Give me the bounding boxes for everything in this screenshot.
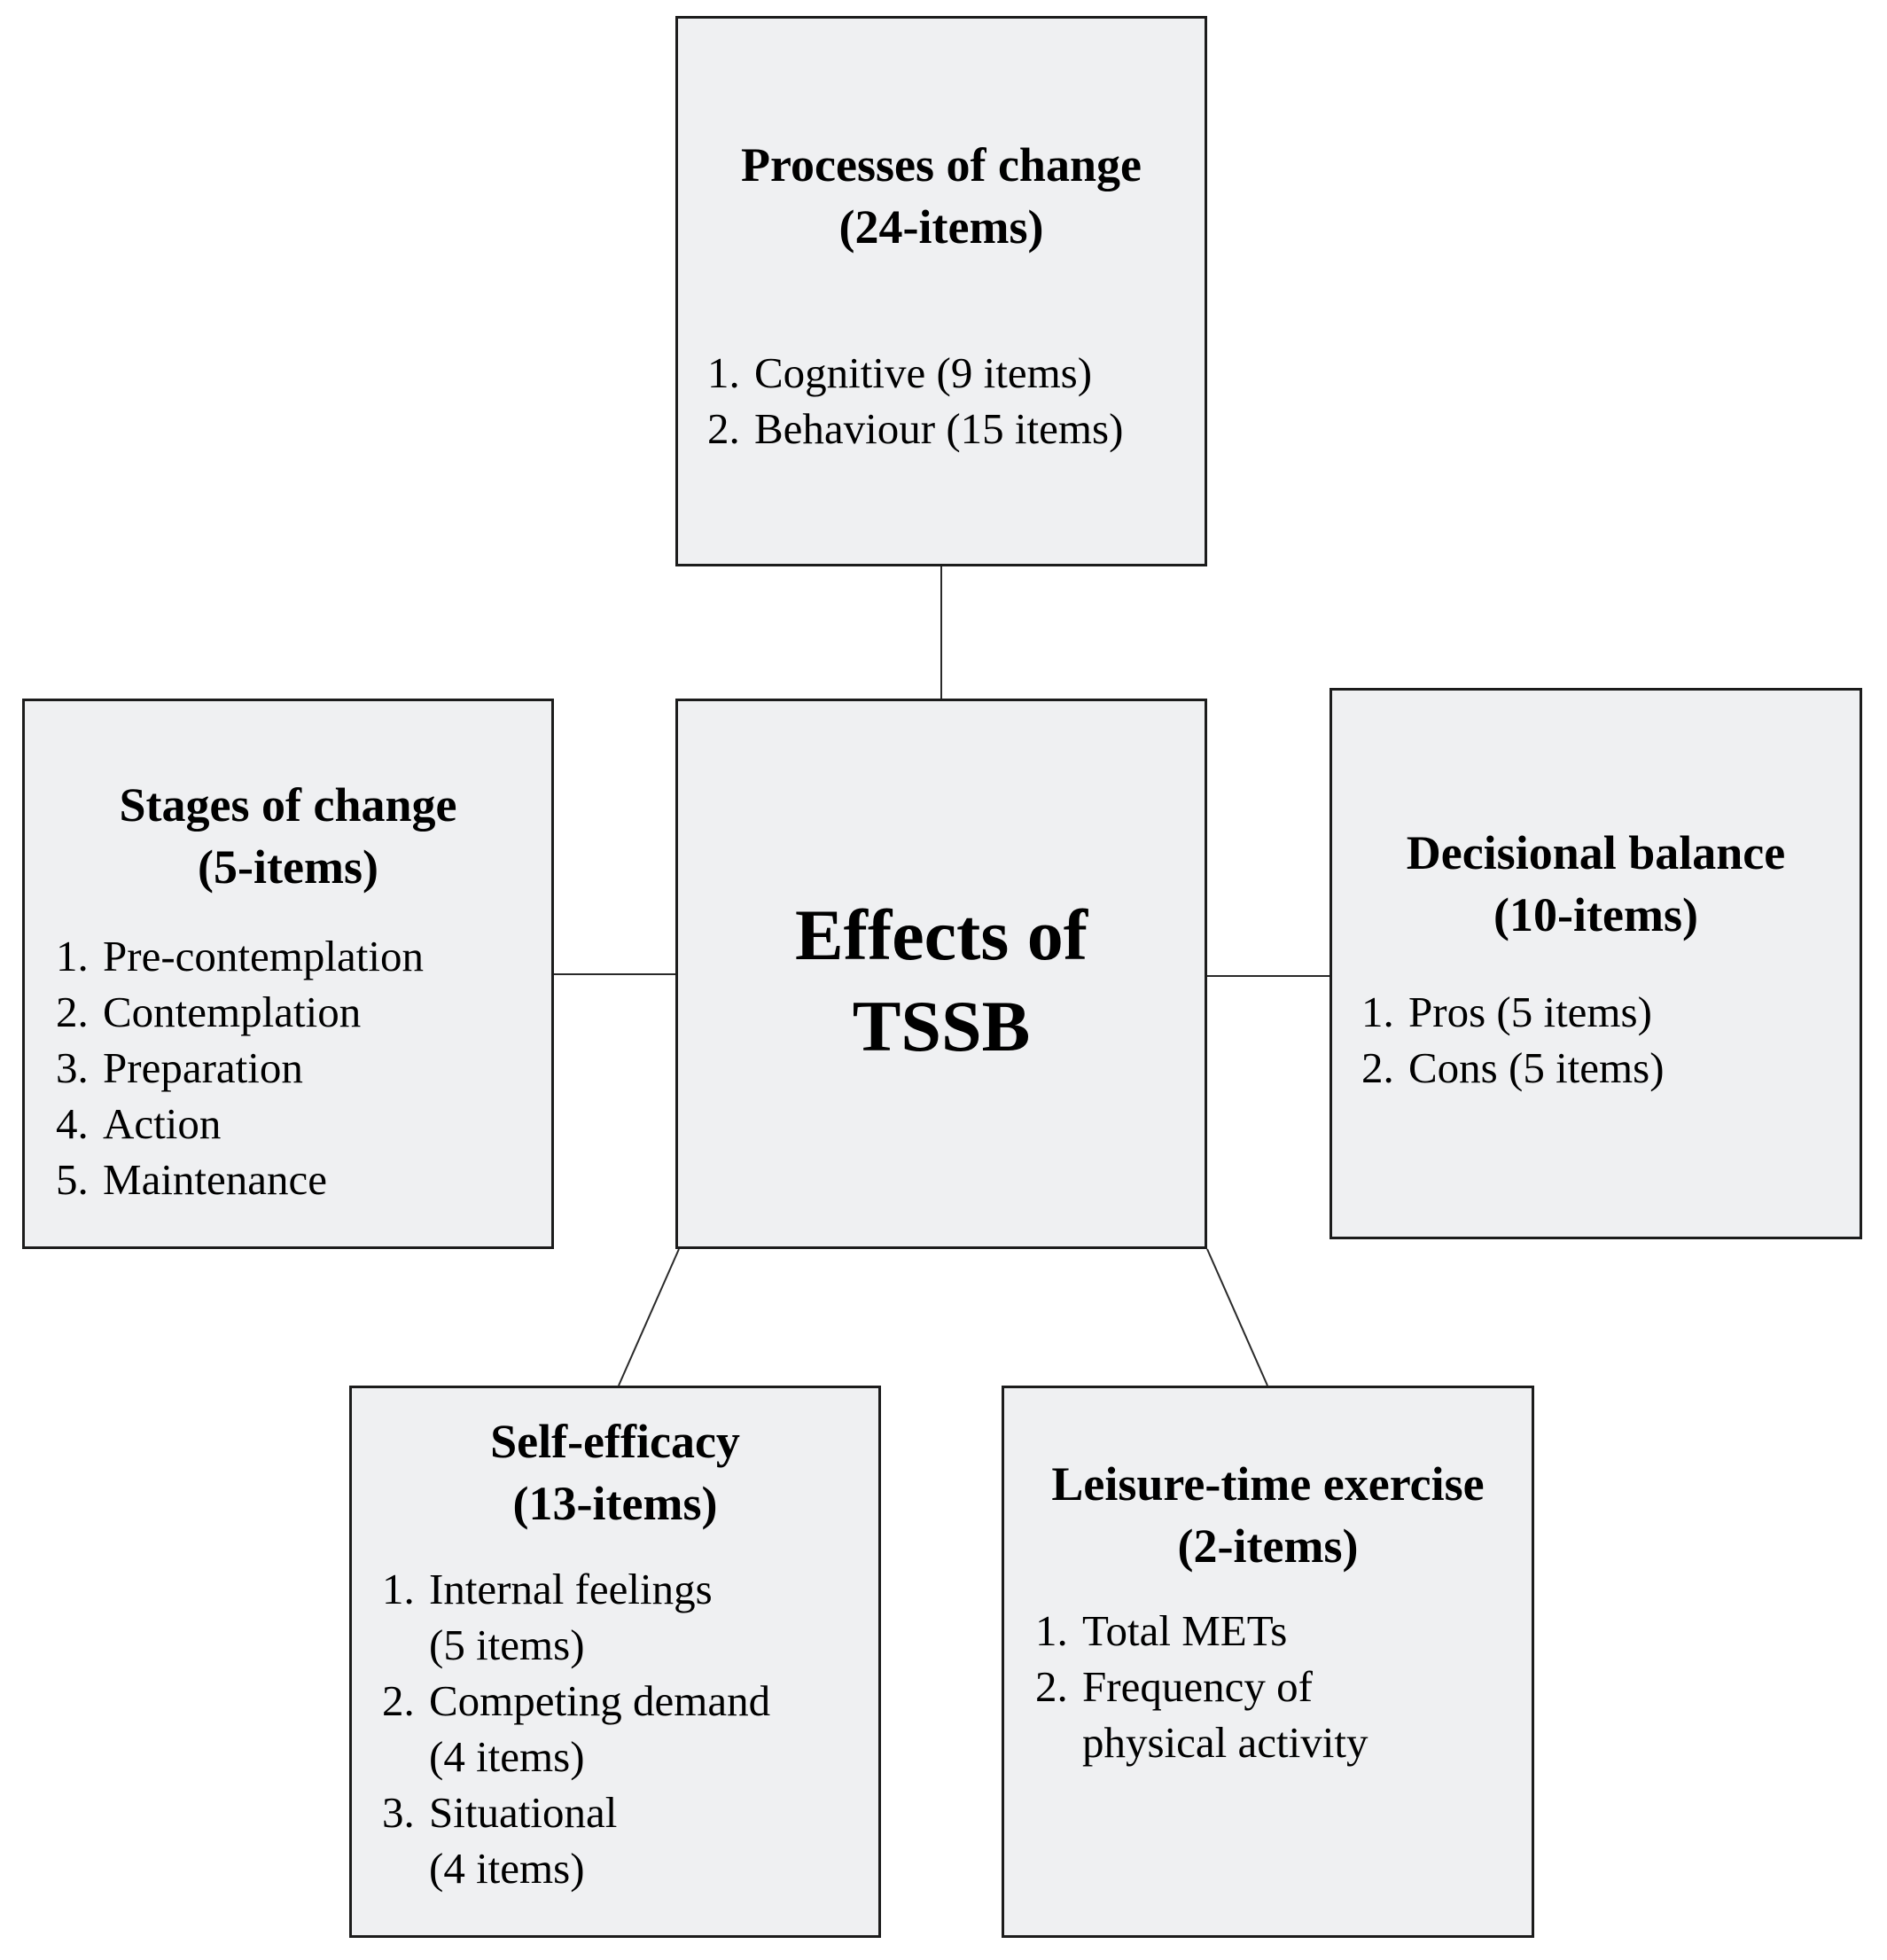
list-item: 4. Action xyxy=(56,1096,424,1152)
item-number: 1. xyxy=(56,932,89,980)
item-number: 2. xyxy=(56,988,89,1036)
list-item: 3. Situational (4 items) xyxy=(382,1784,770,1896)
item-number: 1. xyxy=(707,348,740,397)
stages-of-change-title: Stages of change (5-items) xyxy=(25,774,551,898)
list-item: 2. Contemplation xyxy=(56,984,424,1040)
list-item: 1. Internal feelings (5 items) xyxy=(382,1561,770,1673)
effects-of-tssb-title: Effects of TSSB xyxy=(678,889,1205,1072)
item-number: 2. xyxy=(1035,1662,1068,1711)
item-text-line: Competing demand xyxy=(429,1676,771,1725)
item-number: 1. xyxy=(382,1565,415,1613)
list-item: 1. Total METs xyxy=(1035,1603,1368,1659)
leisure-time-exercise-title: Leisure-time exercise (2-items) xyxy=(1004,1453,1532,1577)
effects-of-tssb-box: Effects of TSSB xyxy=(675,699,1207,1249)
item-number: 1. xyxy=(1361,988,1394,1036)
item-text-line: (4 items) xyxy=(429,1732,585,1781)
decisional-title-count: (10-items) xyxy=(1493,888,1698,941)
list-item: 2. Frequency of physical activity xyxy=(1035,1659,1368,1770)
self-efficacy-title-name: Self-efficacy xyxy=(490,1415,740,1468)
item-text-line: Situational xyxy=(429,1788,618,1837)
item-text-line: Pre-contemplation xyxy=(103,932,424,980)
item-number: 2. xyxy=(382,1676,415,1725)
item-text-line: Contemplation xyxy=(103,988,362,1036)
item-number: 2. xyxy=(1361,1043,1394,1092)
list-item: 1. Cognitive (9 items) xyxy=(707,345,1123,401)
decisional-balance-box: Decisional balance (10-items) 1. Pros (5 … xyxy=(1329,688,1862,1239)
decisional-balance-title: Decisional balance (10-items) xyxy=(1332,822,1860,946)
processes-of-change-box: Processes of change (24-items) 1. Cogniti… xyxy=(675,16,1207,566)
item-text-line: physical activity xyxy=(1082,1718,1368,1767)
item-number: 5. xyxy=(56,1155,89,1204)
leisure-title-name: Leisure-time exercise xyxy=(1051,1457,1485,1511)
stages-item-list: 1. Pre-contemplation 2. Contemplation 3. Prep… xyxy=(56,928,424,1207)
item-number: 4. xyxy=(56,1099,89,1148)
self-efficacy-title-count: (13-items) xyxy=(512,1477,718,1530)
item-number: 3. xyxy=(56,1043,89,1092)
connector-leisure xyxy=(1206,1248,1268,1386)
decisional-item-list: 1. Pros (5 items) 2. Cons (5 items) xyxy=(1361,984,1665,1096)
item-text-line: (4 items) xyxy=(429,1844,585,1893)
center-title-line-2: TSSB xyxy=(852,986,1031,1066)
self-efficacy-box: Self-efficacy (13-items) 1. Internal feel… xyxy=(349,1386,881,1938)
item-text-line: Cognitive (9 items) xyxy=(754,348,1093,397)
decisional-title-name: Decisional balance xyxy=(1406,826,1786,879)
item-text-line: Behaviour (15 items) xyxy=(754,404,1124,453)
list-item: 1. Pros (5 items) xyxy=(1361,984,1665,1040)
center-title-line-1: Effects of xyxy=(794,894,1088,975)
stages-title-count: (5-items) xyxy=(198,840,378,894)
processes-item-list: 1. Cognitive (9 items) 2. Behaviour (15 ite… xyxy=(707,345,1123,457)
leisure-title-count: (2-items) xyxy=(1177,1519,1359,1573)
list-item: 2. Behaviour (15 items) xyxy=(707,401,1123,457)
self-efficacy-title: Self-efficacy (13-items) xyxy=(352,1410,878,1534)
list-item: 1. Pre-contemplation xyxy=(56,928,424,984)
item-text-line: Action xyxy=(103,1099,222,1148)
item-text-line: Frequency of xyxy=(1082,1662,1313,1711)
stages-of-change-box: Stages of change (5-items) 1. Pre-contemp… xyxy=(22,699,554,1249)
item-text-line: Total METs xyxy=(1082,1606,1288,1655)
processes-title-count: (24-items) xyxy=(838,200,1044,254)
item-text-line: Pros (5 items) xyxy=(1408,988,1652,1036)
item-number: 2. xyxy=(707,404,740,453)
item-text-line: Cons (5 items) xyxy=(1408,1043,1665,1092)
processes-title-name: Processes of change xyxy=(741,138,1142,191)
item-text-line: (5 items) xyxy=(429,1620,585,1669)
list-item: 5. Maintenance xyxy=(56,1152,424,1207)
connector-self-efficacy xyxy=(618,1248,680,1386)
item-text-line: Internal feelings xyxy=(429,1565,713,1613)
leisure-item-list: 1. Total METs 2. Frequency of physical activ… xyxy=(1035,1603,1368,1770)
item-text-line: Maintenance xyxy=(103,1155,328,1204)
self-efficacy-item-list: 1. Internal feelings (5 items) 2. Competing … xyxy=(382,1561,770,1896)
list-item: 3. Preparation xyxy=(56,1040,424,1096)
list-item: 2. Cons (5 items) xyxy=(1361,1040,1665,1096)
item-number: 3. xyxy=(382,1788,415,1837)
item-text-line: Preparation xyxy=(103,1043,303,1092)
item-number: 1. xyxy=(1035,1606,1068,1655)
stages-title-name: Stages of change xyxy=(119,778,457,832)
leisure-time-exercise-box: Leisure-time exercise (2-items) 1. Total … xyxy=(1002,1386,1534,1938)
list-item: 2. Competing demand (4 items) xyxy=(382,1673,770,1784)
processes-of-change-title: Processes of change (24-items) xyxy=(678,134,1205,258)
